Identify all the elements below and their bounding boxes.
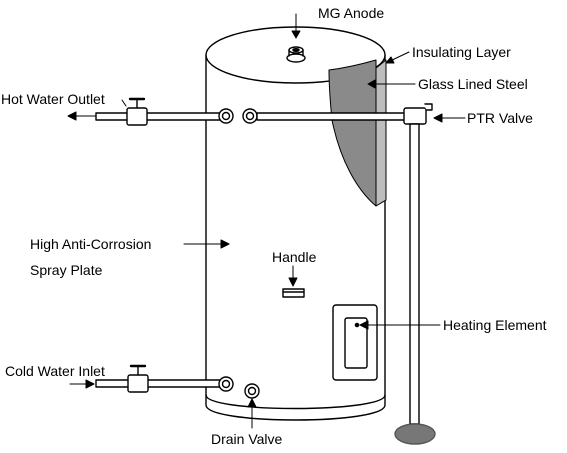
drain-valve-label: Drain Valve [211, 431, 283, 447]
ptr-valve-pipe [242, 103, 436, 445]
ptr-valve-label: PTR Valve [467, 110, 533, 126]
handle-label: Handle [272, 249, 317, 265]
anti-corrosion-label-line2: Spray Plate [30, 262, 103, 278]
insulating-layer-label: Insulating Layer [412, 44, 511, 60]
leader-lines [67, 13, 466, 429]
drain-valve [244, 383, 260, 399]
glass-lined-steel-label: Glass Lined Steel [418, 76, 528, 92]
cutaway-section [328, 59, 387, 207]
heating-element [332, 304, 378, 381]
cold-water-inlet-label: Cold Water Inlet [5, 363, 105, 379]
mg-anode-label: MG Anode [318, 5, 385, 21]
handle [282, 288, 305, 298]
cold-water-pipe [95, 364, 234, 393]
mg-anode [286, 46, 306, 63]
anti-corrosion-label-line1: High Anti-Corrosion [30, 236, 152, 252]
hot-water-outlet-label: Hot Water Outlet [1, 91, 105, 107]
heating-element-label: Heating Element [443, 317, 547, 333]
